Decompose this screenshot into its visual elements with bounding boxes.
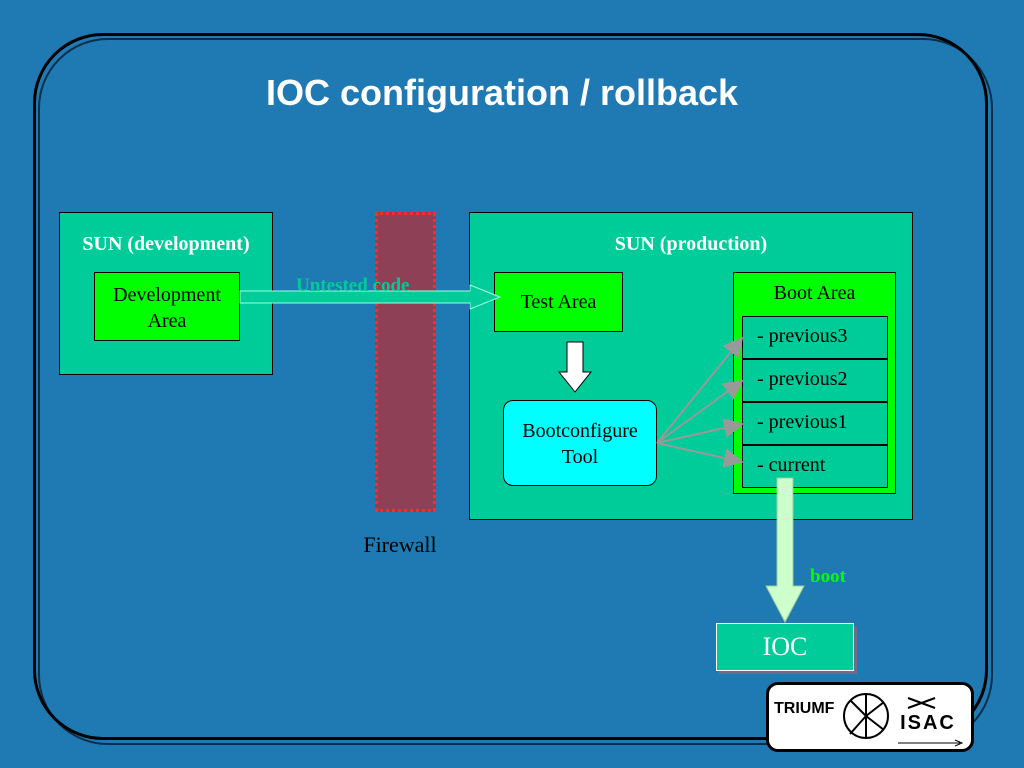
slide-frame: [33, 33, 988, 740]
ioc-label: IOC: [762, 632, 808, 661]
isac-logo-text: ISAC: [900, 712, 956, 734]
bootconfigure-tool-label: Bootconfigure Tool: [522, 420, 638, 468]
sun-production-label: SUN (production): [614, 233, 768, 255]
slot-previous3: - previous3: [742, 316, 888, 359]
slide-frame-shadow: [38, 38, 993, 745]
tool-to-previous1-arrow: [656, 418, 744, 444]
ioc-box: [716, 623, 854, 671]
untested-code-arrow: [239, 284, 502, 310]
untested-code-label: Untested code: [296, 275, 410, 296]
development-area-label: Development Area: [113, 284, 221, 332]
boot-label: boot: [810, 566, 846, 587]
tool-to-previous3-arrow: [656, 336, 744, 444]
development-area-box: [94, 272, 240, 341]
firewall-label: Firewall: [363, 532, 437, 557]
test-to-tool-arrow: [557, 341, 593, 393]
sun-development-label: SUN (development): [82, 233, 250, 255]
test-area-label: Test Area: [520, 291, 597, 313]
tool-to-previous2-arrow: [656, 379, 744, 444]
boot-arrow: [765, 477, 805, 624]
boot-area-label: Boot Area: [773, 282, 856, 304]
firewall-block: [375, 212, 436, 512]
triumf-logo-text: TRIUMF: [774, 700, 835, 717]
slide-title: IOC configuration / rollback: [265, 72, 739, 113]
slot-previous1: - previous1: [742, 402, 888, 445]
test-area-box: [494, 272, 623, 332]
cyclotron-spokes: [849, 694, 885, 738]
bootconfigure-tool-box: [503, 400, 657, 486]
slot-previous2: - previous2: [742, 359, 888, 402]
isac-cross-icon: [907, 697, 936, 709]
isac-arrow-icon: [954, 739, 964, 747]
tool-to-current-arrow: [656, 442, 744, 468]
